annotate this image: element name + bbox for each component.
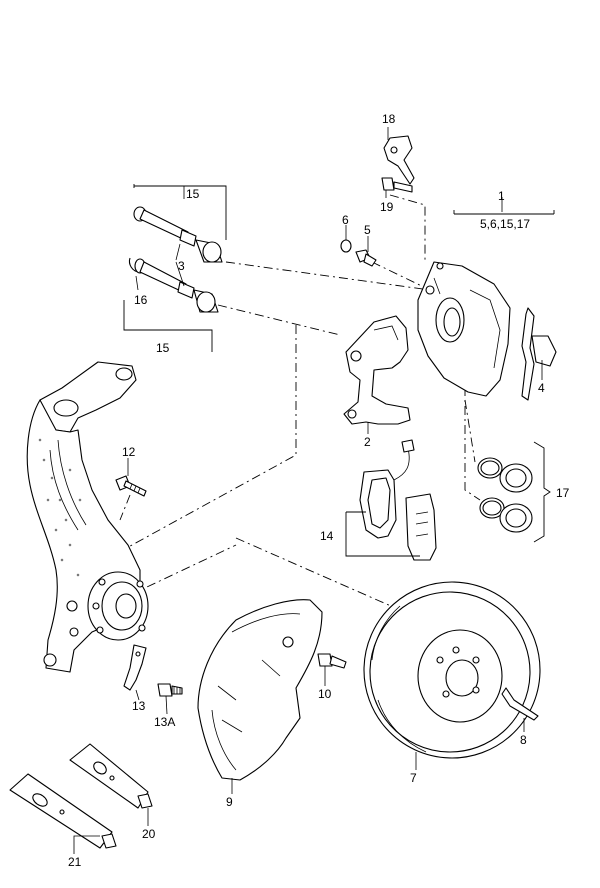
callout-19: 19 — [380, 200, 394, 214]
wear-sensor-bracket — [383, 135, 415, 185]
bracket-1 — [453, 210, 555, 215]
bracket-17 — [533, 441, 551, 543]
callout-12: 12 — [122, 445, 136, 459]
leader-lines — [73, 127, 543, 854]
bleeder-valve — [355, 249, 377, 267]
bolt-13a — [157, 683, 183, 697]
callout-18: 18 — [382, 112, 396, 126]
callout-3: 3 — [178, 259, 185, 273]
callout-6: 6 — [342, 213, 349, 227]
bracket-15-lower — [123, 300, 213, 352]
grease-tube-20 — [69, 743, 153, 809]
callout-2: 2 — [364, 435, 371, 449]
callout-1-includes: 5,6,15,17 — [480, 217, 530, 231]
brake-disc — [363, 581, 541, 759]
brake-caliper — [417, 261, 511, 397]
bolt-12 — [115, 475, 147, 497]
bracket-14 — [345, 511, 420, 557]
callout-15-lower: 15 — [156, 341, 170, 355]
callout-10: 10 — [318, 687, 332, 701]
grease-tube-21 — [9, 773, 117, 849]
screw-8 — [501, 687, 539, 721]
callout-14: 14 — [320, 529, 334, 543]
callout-20: 20 — [142, 827, 156, 841]
piston-seal-kit — [477, 457, 533, 533]
abs-sensor-bracket — [123, 644, 147, 691]
pad-wear-sensor — [393, 439, 415, 481]
bolt-19 — [381, 177, 413, 193]
wheel-hub — [87, 571, 149, 641]
assembly-lines — [111, 194, 501, 686]
caliper-carrier — [343, 315, 411, 425]
callout-5: 5 — [364, 223, 371, 237]
callout-15-upper: 15 — [186, 187, 200, 201]
guide-pin-upper — [133, 206, 223, 263]
callout-13a: 13A — [154, 715, 175, 729]
callout-17: 17 — [556, 486, 570, 500]
splash-shield — [197, 599, 323, 781]
brake-pads — [359, 469, 437, 561]
guide-pin-lower — [128, 257, 219, 313]
callout-9: 9 — [226, 795, 233, 809]
callout-4: 4 — [538, 381, 545, 395]
bracket-15-upper — [133, 184, 227, 240]
bleeder-cap — [340, 239, 352, 253]
callout-7: 7 — [410, 771, 417, 785]
callout-1: 1 — [498, 189, 505, 203]
callout-21: 21 — [68, 855, 82, 869]
knuckle-texture — [38, 438, 82, 577]
callout-8: 8 — [520, 733, 527, 747]
callout-13: 13 — [132, 699, 146, 713]
spring-clip — [521, 307, 557, 401]
callout-16: 16 — [134, 293, 148, 307]
bolt-10 — [317, 653, 347, 669]
